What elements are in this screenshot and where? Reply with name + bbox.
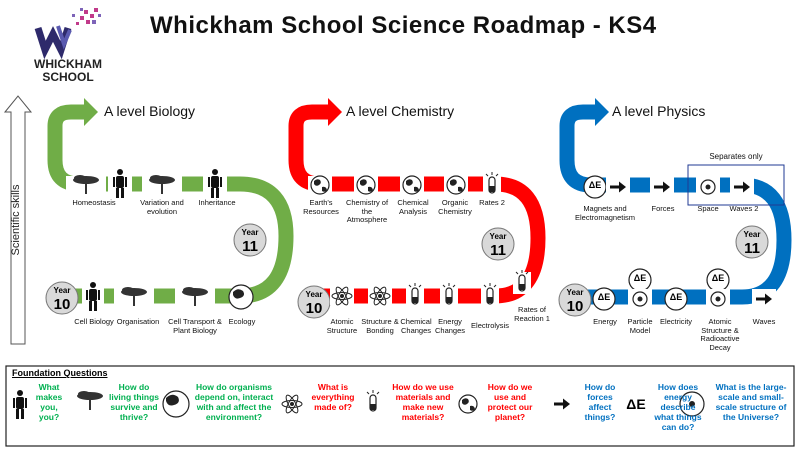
foundation-q7: How do forces affect things?	[584, 382, 616, 422]
chemistry-year11-num: 11	[490, 242, 506, 259]
chem-label-atmosphere: Chemistry of the Atmosphere	[345, 198, 389, 224]
foundation-q4: What is everything made of?	[311, 382, 355, 412]
biology-icons	[66, 169, 254, 311]
foundation-q1: What makes you, you?	[35, 382, 63, 422]
physics-energy-icon: ΔE	[588, 180, 602, 190]
year-circles	[45, 223, 769, 319]
physics-heading: A level Physics	[612, 103, 706, 119]
physics-energy-icon-3: ΔE	[633, 273, 647, 283]
phys-label-waves-2: Waves 2	[729, 204, 759, 213]
foundation-title: Foundation Questions	[12, 368, 108, 378]
bio-label-variation: Variation and evolution	[140, 198, 184, 216]
biology-year10-num: 10	[53, 296, 71, 313]
physics-year10-num: 10	[566, 298, 584, 315]
page-title: Whickham School Science Roadmap - KS4	[150, 12, 657, 39]
bio-label-organisation: Organisation	[116, 317, 160, 326]
bio-label-cell-transport: Cell Transport & Plant Biology	[168, 317, 222, 335]
physics-path	[559, 98, 792, 305]
chemistry-heading: A level Chemistry	[346, 103, 455, 119]
bio-label-ecology: Ecology	[228, 317, 256, 326]
chem-label-organic: Organic Chemistry	[438, 198, 472, 216]
phys-label-waves: Waves	[752, 317, 776, 326]
phys-label-energy: Energy	[593, 317, 617, 326]
chemistry-year11-word: Year	[489, 232, 507, 241]
chem-label-energy-changes: Energy Changes	[434, 317, 466, 335]
phys-label-particle-model: Particle Model	[627, 317, 653, 335]
chem-label-rates-2: Rates 2	[479, 198, 505, 207]
school-logo	[34, 8, 101, 60]
biology-heading: A level Biology	[104, 103, 196, 119]
foundation-q3: How do organisms depend on, interact wit…	[194, 382, 274, 422]
foundation-q8: How does energy describe what things can…	[654, 382, 702, 432]
bio-label-homeostasis: Homeostasis	[72, 198, 116, 207]
logo-text-line2: SCHOOL	[42, 70, 94, 84]
bio-label-inheritance: Inheritance	[198, 198, 236, 207]
foundation-q6: How do we use and protect our planet?	[487, 382, 533, 422]
physics-year11-word: Year	[743, 230, 761, 239]
physics-year10-word: Year	[566, 288, 584, 297]
foundation-q2: How do living things survive and thrive?	[108, 382, 160, 422]
phys-label-forces: Forces	[651, 204, 675, 213]
foundation-energy-icon: ΔE	[626, 396, 646, 412]
phys-label-atomic-structure: Atomic Structure & Radioactive Decay	[700, 317, 740, 352]
biology-year10-word: Year	[53, 286, 71, 295]
chemistry-year10-word: Year	[305, 290, 323, 299]
chemistry-path	[288, 98, 546, 304]
foundation-q5: How do we use materials and make new mat…	[392, 382, 454, 422]
chem-label-analysis: Chemical Analysis	[397, 198, 429, 216]
physics-energy-icon-4: ΔE	[669, 292, 683, 302]
chem-label-rates-1: Rates of Reaction 1	[514, 305, 550, 323]
foundation-q9: What is the large-scale and small-scale …	[715, 382, 787, 422]
chem-label-atomic-structure: Atomic Structure	[326, 317, 358, 335]
bio-label-cell-biology: Cell Biology	[74, 317, 114, 326]
foundation-box	[5, 365, 795, 447]
biology-year11-word: Year	[241, 228, 259, 237]
phys-label-magnets: Magnets and Electromagnetism	[574, 204, 636, 222]
phys-label-electricity: Electricity	[659, 317, 693, 326]
logo-text-line1: WHICKHAM	[34, 57, 102, 71]
chem-label-chemical-changes: Chemical Changes	[400, 317, 432, 335]
phys-label-space: Space	[697, 204, 719, 213]
biology-path	[47, 98, 294, 304]
biology-year11-num: 11	[242, 238, 258, 255]
physics-energy-icon-2: ΔE	[597, 292, 611, 302]
scientific-skills-label: Scientific skills	[10, 184, 22, 256]
scientific-skills-arrow	[3, 95, 33, 345]
chem-label-structure-bonding: Structure & Bonding	[361, 317, 399, 335]
chemistry-icons	[308, 171, 531, 307]
separates-label: Separates only	[709, 152, 763, 161]
chem-label-electrolysis: Electrolysis	[471, 321, 509, 330]
chem-label-earths-resources: Earth's Resources	[303, 198, 339, 216]
chemistry-year10-num: 10	[305, 300, 323, 317]
physics-energy-icon-5: ΔE	[711, 273, 725, 283]
physics-year11-num: 11	[744, 240, 760, 257]
physics-icons	[583, 164, 785, 311]
